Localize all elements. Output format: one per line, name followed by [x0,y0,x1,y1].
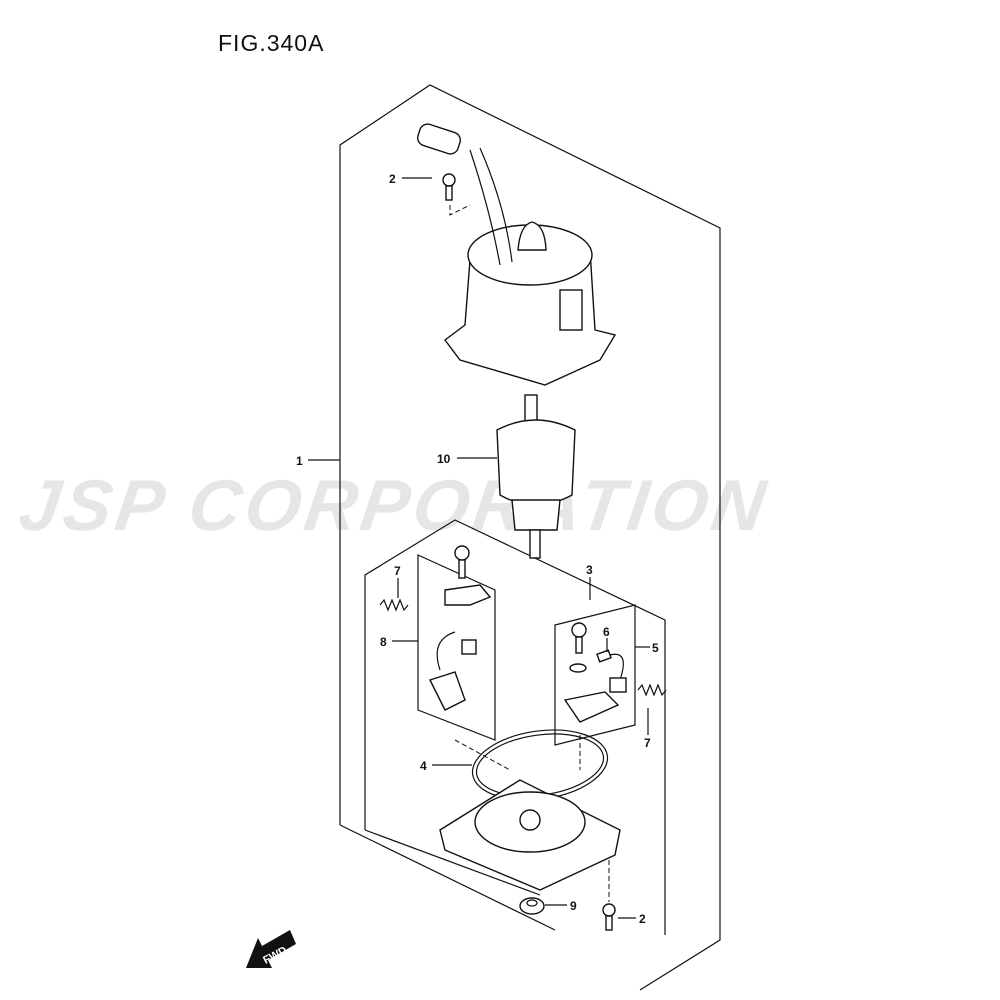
figure-title: FIG.340A [218,30,325,56]
callout-3: 3 [586,563,593,577]
motor-housing [417,123,617,386]
callout-8: 8 [380,635,387,649]
callout-1: 1 [296,454,303,468]
callout-7: 7 [394,564,401,578]
callout-7: 7 [644,736,651,750]
screw-icon [602,903,616,931]
callout-6: 6 [603,625,610,639]
callout-2: 2 [389,172,396,186]
screw-icon [442,173,456,201]
end-cap [439,779,621,891]
spring-left [379,598,409,612]
spring-right [637,683,667,697]
grommet [519,897,545,915]
assembly-frame-outer [339,84,721,991]
callout-4: 4 [420,759,427,773]
callout-5: 5 [652,641,659,655]
armature [496,394,576,559]
callout-2: 2 [639,912,646,926]
fwd-arrow-icon: FWD [246,930,296,968]
callout-10: 10 [437,452,451,466]
callout-9: 9 [570,899,577,913]
brush-holder-left [417,545,496,741]
brush-holder-right [554,604,636,746]
assembly-frame-inner [364,519,666,935]
